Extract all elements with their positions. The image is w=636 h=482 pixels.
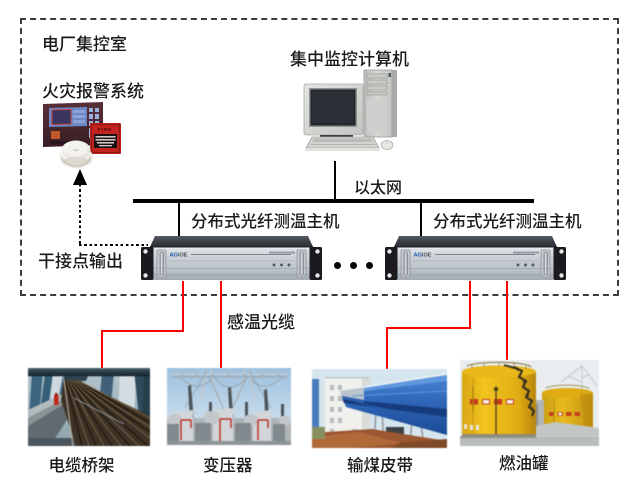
svg-text:FIRE: FIRE	[98, 127, 112, 132]
svg-text:nga: nga	[73, 148, 79, 152]
svg-text:AGIOE: AGIOE	[413, 253, 431, 259]
svg-text:AGIOE: AGIOE	[170, 253, 188, 259]
